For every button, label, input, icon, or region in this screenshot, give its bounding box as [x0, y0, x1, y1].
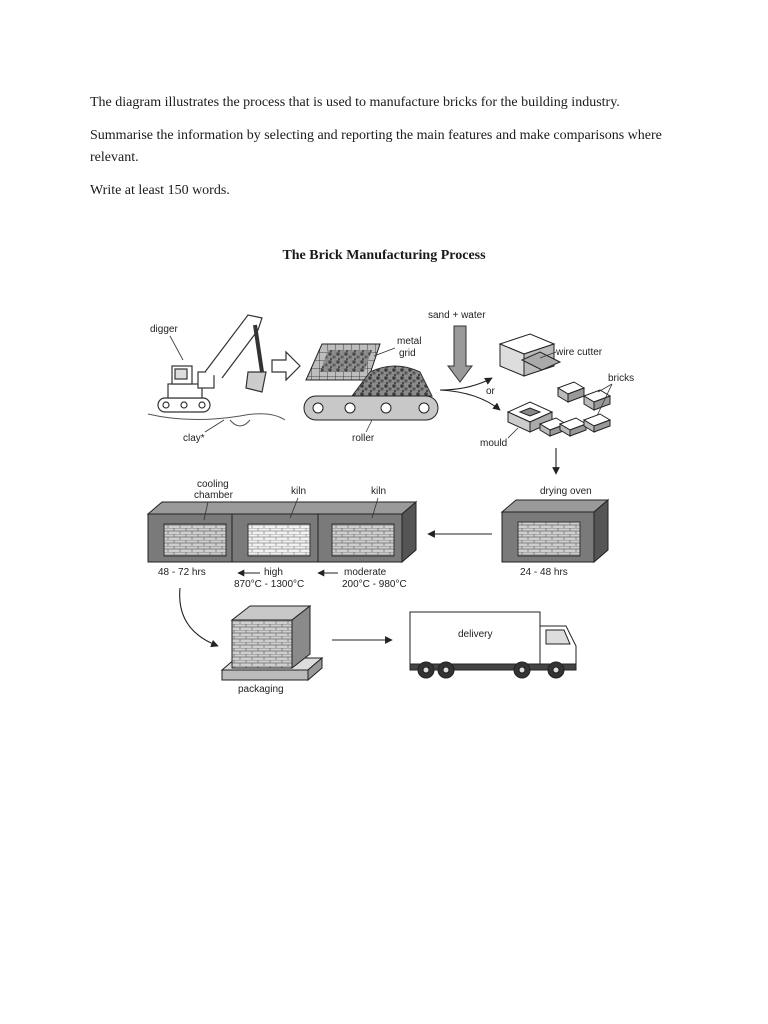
- flow-arrow-8: [179, 587, 219, 648]
- bricks-label: bricks: [608, 373, 634, 384]
- drying-time-label: 24 - 48 hrs: [520, 567, 568, 578]
- packaging-label: packaging: [238, 684, 284, 695]
- or-label: or: [486, 386, 496, 397]
- metal-grid-label-1: metal: [397, 336, 421, 347]
- packaging-illustration: [220, 604, 324, 682]
- instruction-line-2: Summarise the information by selecting a…: [90, 128, 662, 165]
- mould-illustration: [506, 401, 612, 437]
- wire-cutter-label: wire cutter: [555, 347, 603, 358]
- drying-oven-label: drying oven: [540, 486, 592, 497]
- cooling-chamber-label-2: chamber: [194, 490, 234, 501]
- cooling-chamber-label-1: cooling: [197, 479, 229, 490]
- roller-illustration: [303, 365, 439, 421]
- sand-water-label: sand + water: [428, 310, 486, 321]
- flow-arrow-2: [439, 377, 493, 391]
- metal-grid-illustration: [305, 343, 381, 381]
- high-kiln-label: kiln: [291, 486, 306, 497]
- moderate-kiln-label: kiln: [371, 486, 386, 497]
- wire-cutter-illustration: [498, 333, 562, 377]
- digger-illustration: [157, 314, 267, 413]
- ground-line: [147, 413, 286, 421]
- drying-oven-illustration: [500, 498, 610, 564]
- delivery-label: delivery: [458, 629, 492, 640]
- high-temp-label: 870°C - 1300°C: [234, 579, 304, 590]
- sand-water-arrow: [447, 325, 473, 383]
- high-label: high: [264, 567, 283, 578]
- flow-arrow-3: [439, 389, 501, 411]
- instruction-line-3: Write at least 150 words.: [90, 183, 230, 198]
- mould-label: mould: [480, 438, 507, 449]
- bricks-illustration: [556, 381, 612, 411]
- roller-label: roller: [352, 433, 375, 444]
- flow-arrow-1: [271, 350, 301, 382]
- high-kiln-bricks: [247, 523, 311, 557]
- moderate-label: moderate: [344, 567, 387, 578]
- delivery-truck-illustration: [409, 611, 577, 679]
- cooling-time-label: 48 - 72 hrs: [158, 567, 206, 578]
- cooling-chamber-bricks: [163, 523, 227, 557]
- instruction-line-1: The diagram illustrates the process that…: [90, 95, 620, 110]
- clay-label: clay*: [183, 433, 205, 444]
- digger-label: digger: [150, 324, 178, 335]
- moderate-temp-label: 200°C - 980°C: [342, 579, 407, 590]
- diagram-title: The Brick Manufacturing Process: [282, 248, 486, 263]
- kiln-building-illustration: [146, 500, 418, 564]
- metal-grid-label-2: grid: [399, 348, 416, 359]
- moderate-kiln-bricks: [331, 523, 395, 557]
